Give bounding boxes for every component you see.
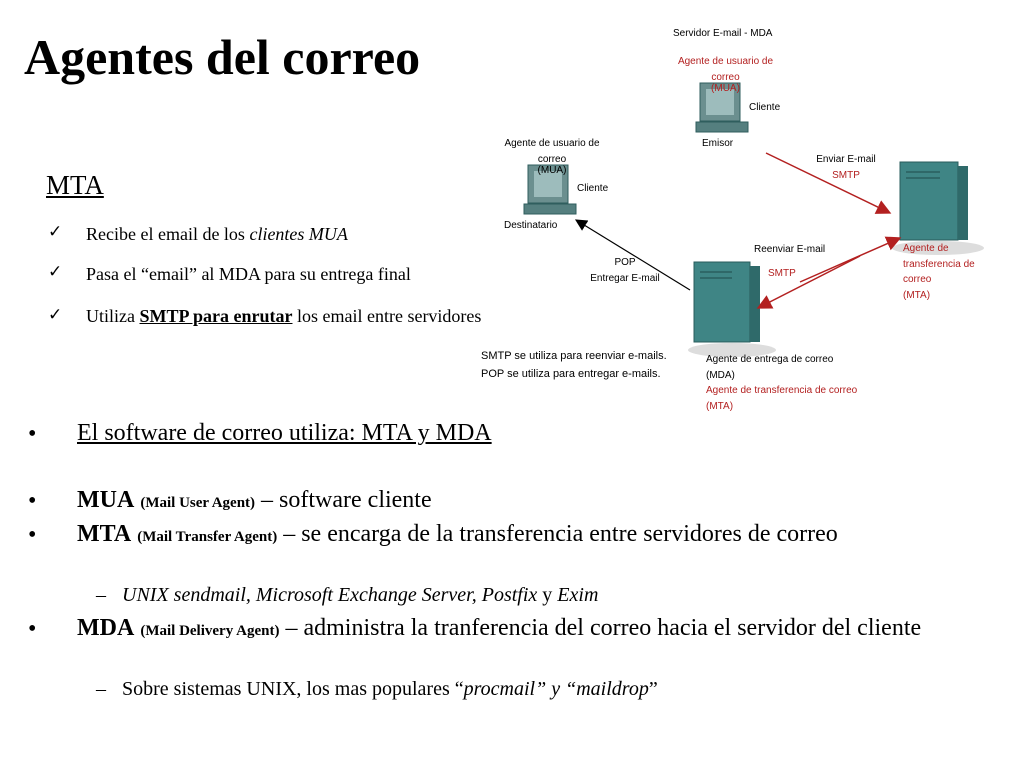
mta-item-1: Recibe el email de los clientes MUA [86, 222, 506, 246]
mta-item-3-bold: SMTP para enrutar [139, 306, 293, 326]
bullet-mta-sub: UNIX sendmail, Microsoft Exchange Server… [122, 584, 598, 607]
bullet-mda-sub: Sobre sistemas UNIX, los mas populares “… [122, 678, 658, 701]
mta-item-1-italic: clientes MUA [249, 224, 348, 244]
send-arrow [765, 152, 892, 214]
forward-arrow-down [756, 255, 861, 309]
check-icon: ✓ [48, 262, 63, 281]
mta-server-line: (MTA) [903, 289, 931, 301]
mta-server-label: Agente de transferencia de correo (MTA) [903, 241, 975, 303]
bullet-mda-sub-plain: Sobre sistemas UNIX, los mas populares “ [122, 678, 464, 700]
sender-agent-line: (MUA) [711, 83, 740, 94]
bullet-icon: • [28, 616, 37, 642]
recipient-computer-icon [523, 164, 577, 215]
recipient-agent-line: Agente de usuario de [504, 138, 600, 149]
protocol-note-line: POP se utiliza para entregar e-mails. [481, 367, 661, 380]
forward-label: Reenviar E-mail [754, 244, 826, 255]
page-title: Agentes del correo [24, 29, 421, 85]
mta-server-line: Agente de [903, 243, 949, 254]
bullet-mua-paren: (Mail User Agent) [140, 495, 256, 511]
send-label: Enviar E-mail SMTP [806, 152, 886, 183]
bullet-software: El software de correo utiliza: MTA y MDA [77, 420, 492, 446]
mta-item-3: Utiliza SMTP para enrutar los email entr… [86, 304, 496, 328]
deliver-label: Entregar E-mail [590, 272, 660, 284]
bullet-mua-rest: – software cliente [261, 487, 432, 513]
bullet-mta: MTA (Mail Transfer Agent) – se encarga d… [77, 521, 997, 547]
mta-server-icon [892, 161, 984, 255]
recipient-label: Destinatario [504, 220, 558, 231]
mta-item-1-text: Recibe el email de los [86, 224, 250, 244]
mda-server-icon [688, 261, 776, 357]
mda-server-label: Agente de entrega de correo (MDA) Agente… [706, 352, 857, 414]
protocol-note-line: SMTP se utiliza para reenviar e-mails. [481, 350, 667, 362]
mta-item-2: Pasa el “email” al MDA para su entrega f… [86, 264, 411, 284]
bullet-mda-term: MDA [77, 615, 135, 641]
pop-label-text: POP [614, 257, 636, 268]
bullet-mua: MUA (Mail User Agent) – software cliente [77, 487, 997, 513]
mda-server-line: Agente de entrega de correo [706, 354, 834, 365]
pop-arrow [574, 219, 691, 291]
bullet-mda-sub-italic: procmail” y “maildrop [463, 678, 649, 700]
bullet-mta-sub-italic: UNIX sendmail, Microsoft Exchange Server… [122, 584, 538, 606]
sender-agent-label: Agente de usuario de correo (MUA) [668, 54, 783, 97]
mta-server-line: correo [903, 274, 932, 285]
sender-agent-line: Agente de usuario de [677, 56, 774, 67]
sender-role: Cliente [749, 102, 781, 113]
recipient-agent-line: (MUA) [537, 165, 567, 176]
check-icon: ✓ [48, 305, 63, 324]
mda-server-line: Agente de transferencia de correo [706, 385, 858, 396]
sender-label: Emisor [702, 138, 734, 149]
mta-item-3-rest: los email entre servidores [292, 306, 482, 326]
forward-protocol: SMTP [768, 268, 796, 279]
check-icon: ✓ [48, 222, 63, 241]
bullet-mda-rest: – administra la tranferencia del correo … [279, 615, 922, 641]
send-protocol: SMTP [832, 169, 860, 181]
recipient-agent-label: Agente de usuario de correo (MUA) [497, 136, 607, 179]
mta-heading: MTA [46, 170, 104, 200]
mta-item-3-text: Utiliza [86, 306, 140, 326]
mda-server-line: (MTA) [706, 400, 734, 412]
recipient-role: Cliente [577, 183, 609, 194]
forward-arrow-up [799, 236, 902, 283]
bullet-mua-term: MUA [77, 487, 135, 513]
bullet-mda-sub-close: ” [648, 678, 658, 700]
bullet-mda: MDA (Mail Delivery Agent) – administra l… [77, 615, 997, 641]
bullet-icon: • [28, 488, 37, 514]
mail-flow-diagram [523, 82, 984, 357]
bullet-icon: • [28, 421, 37, 447]
server-title: Servidor E-mail - MDA [673, 28, 773, 39]
mta-server-line: transferencia de [903, 258, 975, 270]
bullet-mta-sub-plain: y [537, 584, 558, 606]
sender-computer-icon [695, 82, 749, 133]
recipient-agent-line: correo [537, 153, 567, 165]
dash-icon: – [96, 584, 106, 606]
dash-icon: – [96, 678, 106, 700]
bullet-mda-paren: (Mail Delivery Agent) [140, 623, 280, 639]
pop-label: POP Entregar E-mail [580, 255, 670, 286]
bullet-mta-rest: – se encarga de la transferencia entre s… [277, 521, 838, 547]
bullet-mta-paren: (Mail Transfer Agent) [137, 529, 278, 545]
sender-agent-line: correo [711, 71, 740, 83]
send-label-text: Enviar E-mail [816, 154, 876, 165]
mda-server-line: (MDA) [706, 369, 735, 381]
bullet-mta-sub-italic: Exim [557, 584, 599, 606]
bullet-mta-term: MTA [77, 521, 132, 547]
protocol-note: SMTP se utiliza para reenviar e-mails. P… [481, 348, 667, 383]
bullet-icon: • [28, 522, 37, 548]
